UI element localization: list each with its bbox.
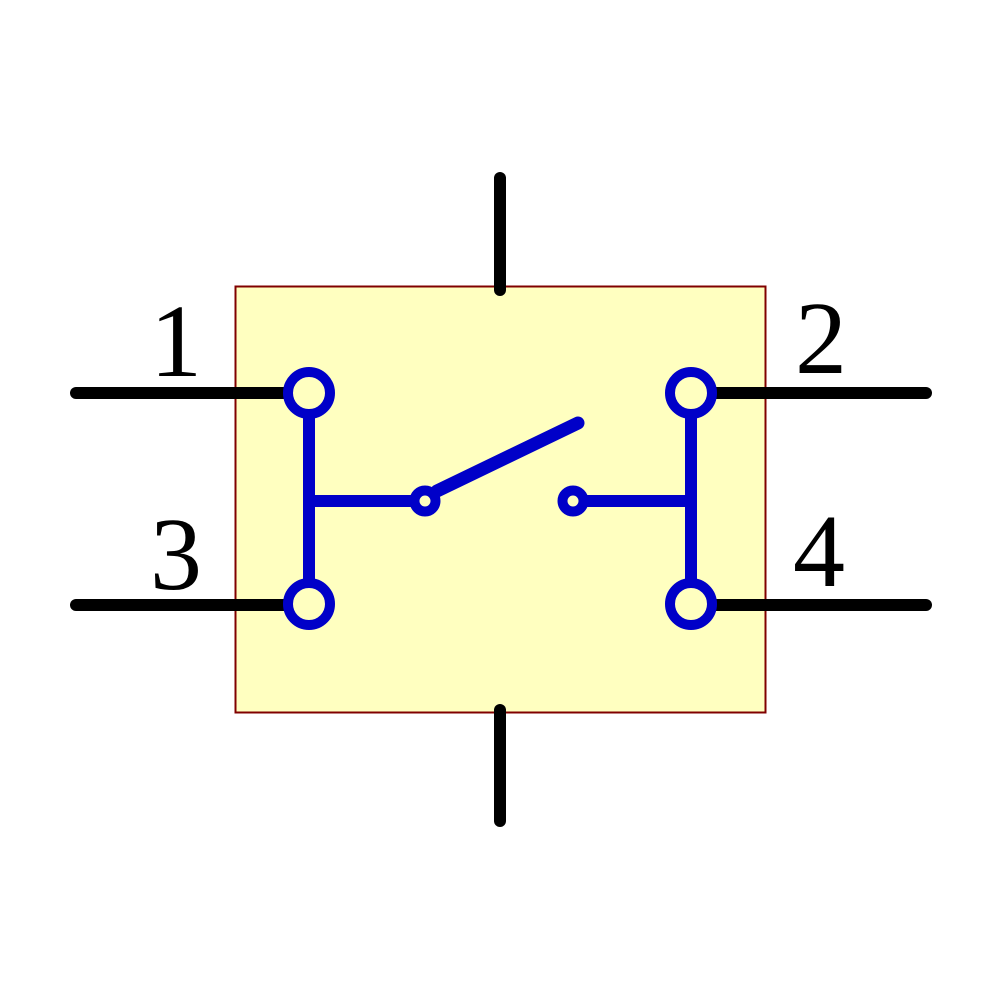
right-contact-dot [557, 485, 589, 517]
pin-4-label: 4 [793, 494, 845, 609]
pin-2-label: 2 [795, 281, 847, 396]
pin-1-label: 1 [150, 284, 202, 399]
switch-lever [430, 416, 585, 498]
left-contact-dot [409, 485, 441, 517]
pin-3-terminal-circle[interactable] [283, 578, 335, 630]
pin-2-terminal-circle[interactable] [665, 367, 717, 419]
pin-3-label: 3 [150, 497, 202, 612]
pin-4-terminal-circle[interactable] [665, 578, 717, 630]
pin-1-terminal-circle[interactable] [283, 367, 335, 419]
